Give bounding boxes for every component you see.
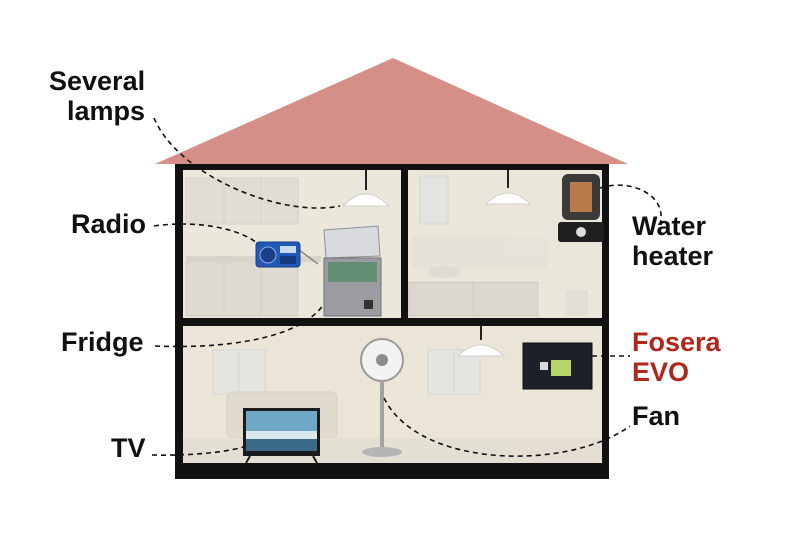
floor-divider <box>175 318 609 326</box>
callout-tv <box>151 445 247 456</box>
label-water-heater-line2: heater <box>632 241 714 271</box>
callout-fan <box>383 397 631 457</box>
fridge-icon <box>323 225 382 317</box>
label-fan: Fan <box>632 401 681 431</box>
kitchen-background <box>185 177 321 317</box>
label-radio: Radio <box>71 209 147 239</box>
radio-icon <box>255 241 319 268</box>
label-fosera-line2: EVO <box>632 357 690 387</box>
label-several-lamps-line2: lamps <box>67 96 146 126</box>
callout-water-heater <box>599 184 662 225</box>
tv-icon <box>243 408 320 464</box>
label-fosera-line1: Fosera <box>632 327 721 357</box>
water-heater-icon <box>558 174 604 242</box>
wall-divider <box>401 164 408 322</box>
fosera-evo-icon <box>522 342 593 390</box>
label-several-lamps-line1: Several <box>49 66 146 96</box>
label-fosera-evo: Fosera EVO <box>632 327 721 387</box>
label-tv: TV <box>111 433 146 463</box>
label-several-lamps: Several lamps <box>49 66 145 126</box>
fan-icon <box>360 338 404 457</box>
house-base <box>175 463 609 479</box>
lamp-icon <box>484 170 532 205</box>
label-water-heater-line1: Water <box>632 211 707 241</box>
callout-fridge <box>154 303 325 348</box>
callout-lines <box>151 117 662 457</box>
lamp-icon <box>456 326 506 357</box>
label-water-heater: Water heater <box>632 211 713 271</box>
label-fridge: Fridge <box>61 327 144 357</box>
callout-radio <box>153 223 259 245</box>
roof <box>155 58 628 164</box>
lamp-icon <box>341 170 391 207</box>
callout-lamps <box>153 117 341 209</box>
bathroom-background <box>407 175 588 317</box>
